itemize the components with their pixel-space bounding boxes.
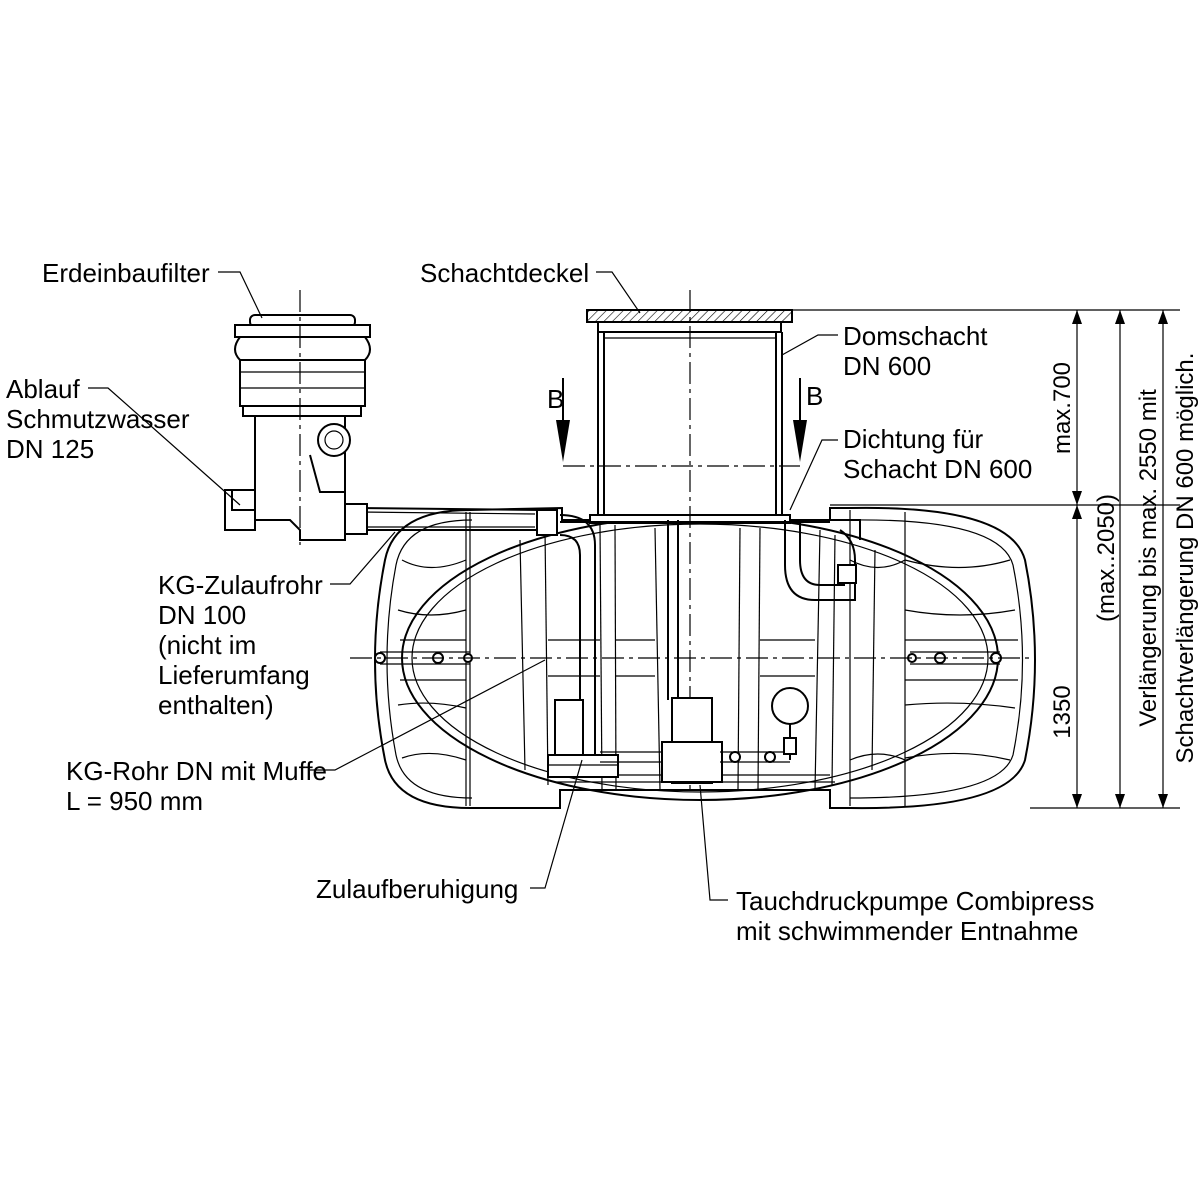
dim-max2050: (max..2050) <box>1093 494 1120 622</box>
dim-1350: 1350 <box>1049 685 1076 738</box>
dimension-texts: max.700 1350 (max..2050) Verlängerung bi… <box>1049 353 1199 764</box>
label-kg-zulauf-4: Lieferumfang <box>158 660 310 690</box>
label-kg-rohr-1: KG-Rohr DN mit Muffe <box>66 756 327 786</box>
label-kg-zulauf-2: DN 100 <box>158 600 246 630</box>
label-domschacht-1: Domschacht <box>843 321 988 351</box>
section-marker-b <box>556 378 807 467</box>
label-dichtung-2: Schacht DN 600 <box>843 454 1032 484</box>
dim-verlaengerung-1: Verlängerung bis max. 2550 mit <box>1135 389 1162 727</box>
label-pumpe-2: mit schwimmender Entnahme <box>736 916 1078 946</box>
dim-max700: max.700 <box>1049 362 1076 454</box>
overflow-siphon <box>784 519 861 601</box>
label-ablauf-2: Schmutzwasser <box>6 404 190 434</box>
label-zulaufberuhigung: Zulaufberuhigung <box>316 874 518 904</box>
label-section-b-right: B <box>806 381 823 411</box>
dim-verlaengerung-2: Schachtverlängerung DN 600 möglich. <box>1172 353 1199 764</box>
label-schachtdeckel: Schachtdeckel <box>420 258 589 288</box>
label-dichtung-1: Dichtung für <box>843 424 984 454</box>
inlet-pipe <box>344 503 619 778</box>
inner-ribs <box>519 524 876 791</box>
label-domschacht-2: DN 600 <box>843 351 931 381</box>
label-kg-zulauf-5: enthalten) <box>158 690 274 720</box>
leader-lines <box>88 271 838 901</box>
label-erdeinbaufilter: Erdeinbaufilter <box>42 258 210 288</box>
labels: Erdeinbaufilter Ablauf Schmutzwasser DN … <box>6 258 1094 946</box>
label-pumpe-1: Tauchdruckpumpe Combipress <box>736 886 1094 916</box>
label-section-b-left: B <box>547 384 564 414</box>
dimension-lines <box>782 309 1180 809</box>
label-kg-rohr-2: L = 950 mm <box>66 786 203 816</box>
label-kg-zulauf-1: KG-Zulaufrohr <box>158 570 323 600</box>
ground-filter <box>224 290 371 545</box>
pump-assembly <box>600 520 809 784</box>
label-ablauf-1: Ablauf <box>6 374 80 404</box>
label-ablauf-3: DN 125 <box>6 434 94 464</box>
label-kg-zulauf-3: (nicht im <box>158 630 256 660</box>
